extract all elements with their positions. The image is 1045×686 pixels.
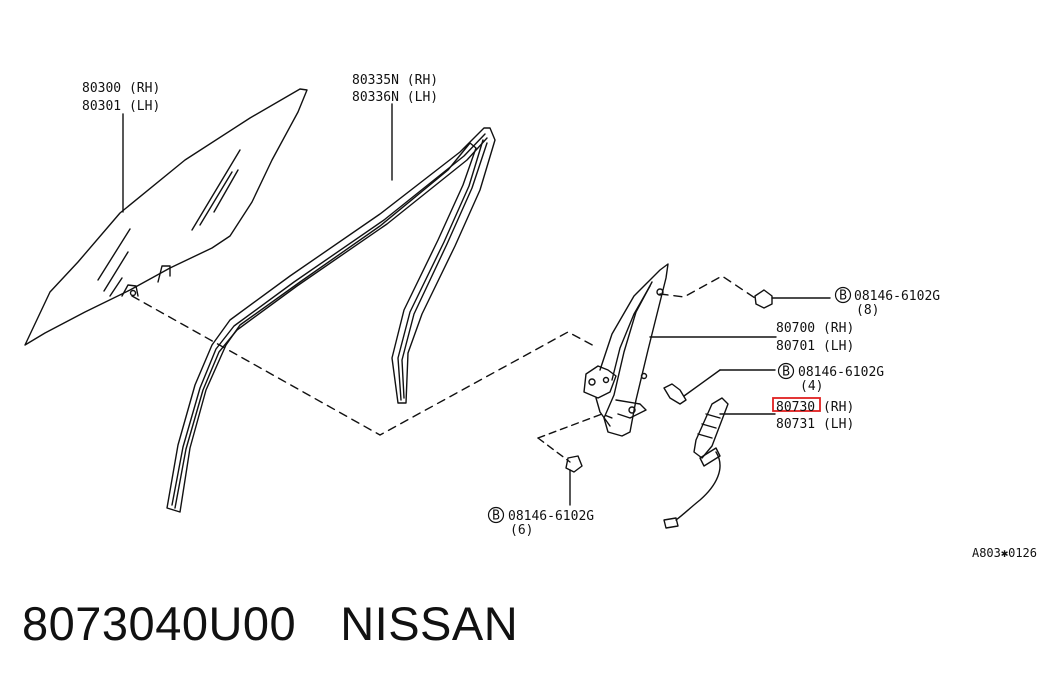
footer-caption: 8073040U00 NISSAN	[22, 596, 518, 651]
label-glass-rh: 80300 (RH)	[82, 81, 160, 96]
label-motor-lh: 80731 (LH)	[776, 417, 854, 432]
bolt-top-dashed-line	[659, 275, 756, 299]
svg-text:B: B	[782, 365, 790, 380]
label-bolt-low-qty: (6)	[510, 523, 533, 538]
bolt-symbol-mid: B	[777, 362, 795, 380]
door-glass	[24, 88, 308, 346]
label-motor-rh: 80730 (RH)	[776, 400, 854, 415]
label-run-channel-lh: 80336N (LH)	[352, 90, 438, 105]
svg-text:B: B	[492, 509, 500, 524]
bolt-symbol-top: B	[834, 286, 852, 304]
run-channel	[166, 127, 496, 513]
label-run-channel-rh: 80335N (RH)	[352, 73, 438, 88]
svg-text:B: B	[839, 289, 847, 304]
label-bolt-low-part: 08146-6102G	[508, 509, 594, 524]
bolt-mid-icon	[663, 369, 776, 405]
assembly-dashed-line	[131, 295, 597, 436]
label-bolt-mid-qty: (4)	[800, 379, 823, 394]
bolt-top-icon	[754, 289, 831, 309]
bolt-low-icon	[565, 455, 583, 506]
bolt-symbol-low: B	[487, 506, 505, 524]
label-regulator-rh: 80700 (RH)	[776, 321, 854, 336]
label-bolt-top-part: 08146-6102G	[854, 289, 940, 304]
label-bolt-top-qty: (8)	[856, 303, 879, 318]
highlight-box	[772, 397, 821, 412]
diagram-reference: A803✱0126	[972, 546, 1037, 560]
label-glass-lh: 80301 (LH)	[82, 99, 160, 114]
regulator-motor	[663, 397, 729, 529]
footer-part-number: 8073040U00	[22, 597, 297, 650]
bolt-low-dashed-line	[537, 413, 613, 439]
label-regulator-lh: 80701 (LH)	[776, 339, 854, 354]
footer-brand: NISSAN	[340, 597, 519, 650]
label-bolt-mid-part: 08146-6102G	[798, 365, 884, 380]
window-regulator	[583, 263, 669, 437]
